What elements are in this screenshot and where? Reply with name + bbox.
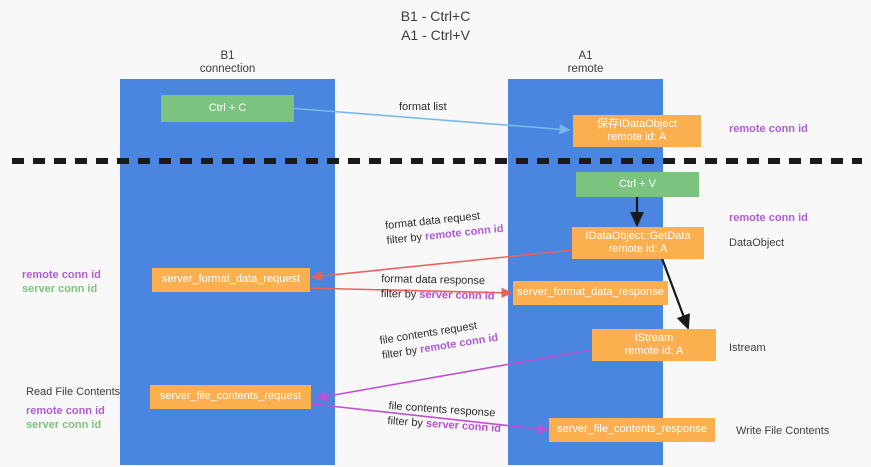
left-remote-conn-id-2: remote conn id [26,405,105,417]
left-server-conn-id-2: server conn id [26,419,102,431]
right-dataobject-label: DataObject [729,237,785,249]
format-data-request-line2: filter by [386,230,426,247]
format-list-line1: format list [399,101,447,113]
file-contents-response-line2: filter by [387,414,427,430]
file-contents-response-highlight: server conn id [425,417,502,435]
file-contents-request-label: file contents request filter by remote c… [379,316,500,364]
ctrl-c-box[interactable]: Ctrl + C [161,95,294,122]
right-remote-conn-id-1: remote conn id [729,123,808,135]
save-idataobject-box[interactable]: 保存IDataObject remote id: A [573,115,701,147]
istream-box[interactable]: IStream remote id: A [592,329,716,361]
server-file-contents-response-box[interactable]: server_file_contents_response [549,418,715,442]
column-header-a1: A1 remote [567,50,604,75]
format-data-request-label: format data request filter by remote con… [384,207,505,249]
left-server-conn-id: server conn id [22,283,98,295]
idataobject-getdata-box[interactable]: IDataObject::GetData remote id: A [572,227,704,259]
format-data-response-highlight: server conn id [419,288,495,303]
server-format-data-request-box[interactable]: server_format_data_request [152,268,310,292]
right-istream-label: Istream [729,342,766,354]
server-file-contents-request-box[interactable]: server_file_contents_request [150,385,311,409]
left-read-file-contents-label: Read File Contents [26,386,121,398]
left-remote-conn-id: remote conn id [22,269,101,281]
format-list-label: format list [399,100,447,115]
file-contents-response-label: file contents response filter by server … [387,399,503,437]
right-write-file-contents-label: Write File Contents [736,425,830,437]
diagram-title: B1 - Ctrl+C A1 - Ctrl+V [400,8,471,43]
format-data-response-line2: filter by [380,287,420,301]
format-data-response-label: format data response filter by server co… [381,272,495,304]
column-header-b1: B1 connection [199,50,256,75]
right-remote-conn-id-2: remote conn id [729,212,808,224]
ctrl-v-box[interactable]: Ctrl + V [576,172,699,197]
server-format-data-response-box[interactable]: server_format_data_response [513,281,668,305]
